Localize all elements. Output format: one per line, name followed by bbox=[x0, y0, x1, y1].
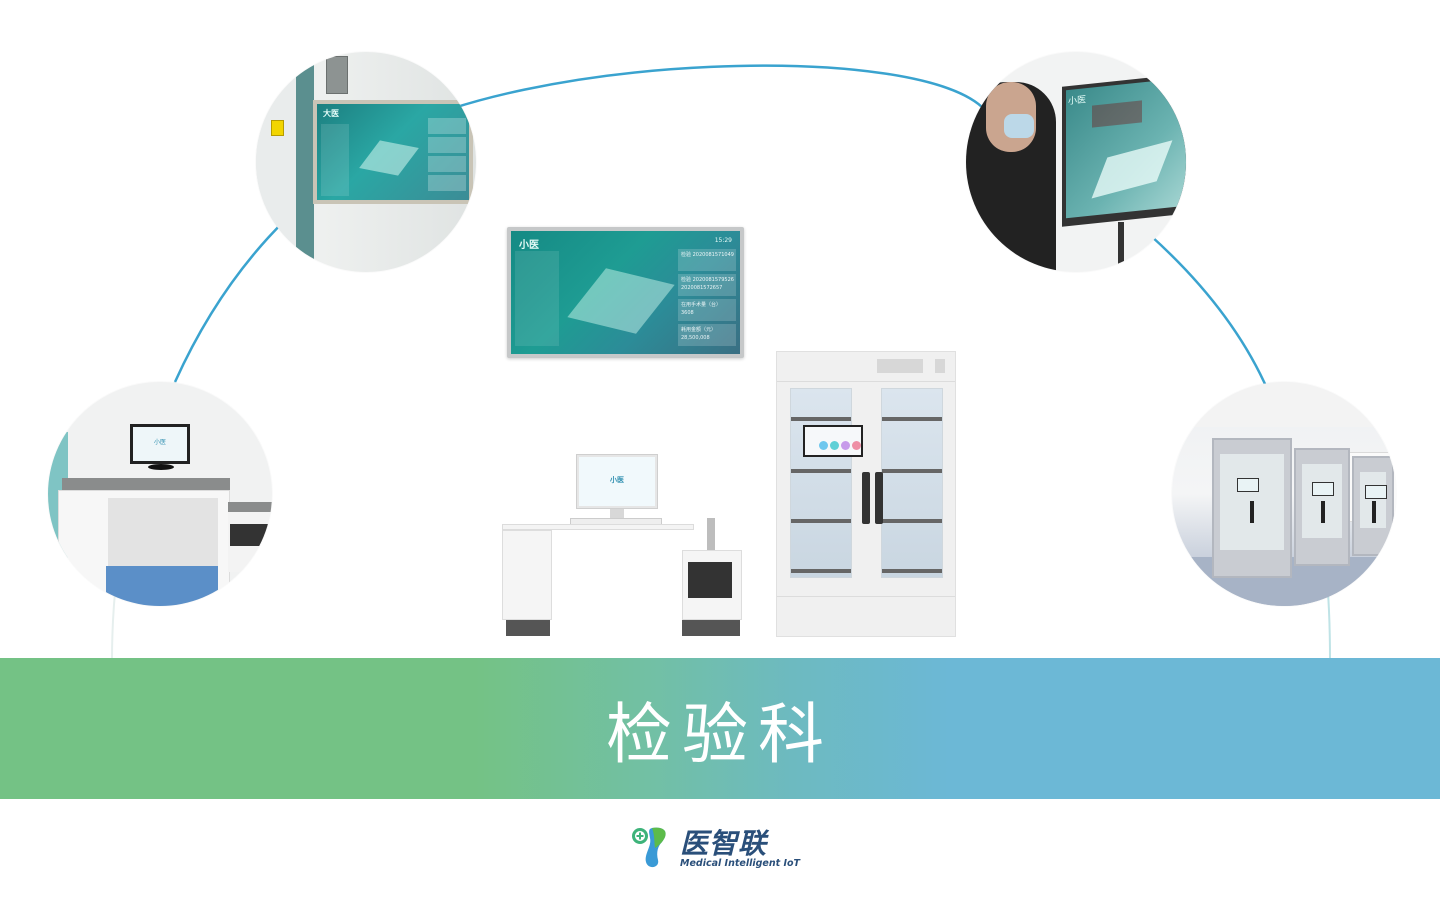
cabinet-door-right bbox=[881, 388, 943, 578]
dashboard-display: 小医 15:29 检验 2020081571049 检验 20200815795… bbox=[507, 227, 744, 358]
lab-cabinet bbox=[1352, 456, 1394, 556]
viewer-screen: 小医 bbox=[1062, 73, 1186, 227]
floor-mat bbox=[106, 566, 218, 606]
left-pedestal bbox=[502, 530, 552, 620]
desk-top bbox=[62, 478, 230, 492]
department-title: 检验科 bbox=[606, 695, 834, 773]
cabinet-handle bbox=[875, 472, 883, 524]
screen-left-panel bbox=[321, 124, 349, 196]
desk-monitor-title: 小医 bbox=[610, 476, 624, 484]
face-mask bbox=[1004, 114, 1034, 138]
dashboard-left-panel bbox=[515, 251, 559, 346]
printer bbox=[230, 524, 270, 546]
door-edge bbox=[296, 52, 314, 272]
department-banner: 检验科 bbox=[0, 658, 1440, 799]
screen-platform bbox=[1091, 140, 1173, 199]
monitor-base bbox=[148, 464, 174, 470]
cabinet-base bbox=[777, 596, 955, 636]
printer bbox=[688, 562, 732, 598]
room-sign bbox=[326, 56, 348, 94]
dashboard-card: 在用手术量（台）3608 bbox=[678, 299, 736, 321]
wall-screen-title: 大医 bbox=[323, 109, 339, 118]
desk-top bbox=[502, 524, 694, 530]
photo-viewer-display: 小医 bbox=[966, 52, 1186, 272]
dashboard-time: 15:29 bbox=[714, 237, 732, 244]
dashboard-platform-graphic bbox=[567, 268, 675, 334]
indicator bbox=[935, 359, 945, 373]
photo-wall-display: 大医 bbox=[256, 52, 476, 272]
workstation-monitor: 小医 bbox=[130, 424, 190, 464]
lab-cabinet bbox=[1294, 448, 1350, 566]
ceiling bbox=[1172, 382, 1396, 427]
wall-screen: 大医 bbox=[313, 100, 473, 204]
warning-sticker bbox=[271, 120, 284, 136]
logo-icon bbox=[632, 827, 666, 868]
door-panel bbox=[256, 52, 296, 272]
photo-lab-cabinets bbox=[1172, 382, 1396, 606]
lab-cabinet bbox=[1212, 438, 1292, 578]
cabinet-handle bbox=[862, 472, 870, 524]
dashboard-card: 耗用金额（元）28,500,008 bbox=[678, 324, 736, 346]
photo-workstation: 小医 bbox=[48, 382, 272, 606]
logo-name-en: Medical Intelligent IoT bbox=[680, 858, 801, 869]
card-reader bbox=[877, 359, 923, 373]
screen-right-panel bbox=[428, 118, 466, 200]
scanner-post bbox=[707, 518, 715, 552]
logo-name-cn: 医智联 bbox=[680, 827, 768, 860]
viewer-screen-title: 小医 bbox=[1068, 95, 1087, 108]
dashboard-title: 小医 bbox=[519, 240, 539, 251]
dashboard-card: 检验 2020081571049 bbox=[678, 249, 736, 271]
screen-platform bbox=[359, 140, 419, 176]
right-base bbox=[682, 620, 740, 636]
smart-cabinet-render bbox=[776, 351, 956, 637]
cabinet-header bbox=[777, 352, 955, 382]
workstation-screen-title: 小医 bbox=[153, 439, 166, 446]
brand-logo: 医智联 Medical Intelligent IoT bbox=[630, 822, 810, 874]
alert-list bbox=[1092, 100, 1142, 128]
screen-stand bbox=[1118, 222, 1124, 272]
cabinet-door-left bbox=[790, 388, 852, 578]
left-base bbox=[506, 620, 550, 636]
cabinet-tablet bbox=[803, 425, 863, 457]
monitor-stand bbox=[610, 509, 624, 519]
desk-monitor: 小医 bbox=[576, 454, 658, 509]
